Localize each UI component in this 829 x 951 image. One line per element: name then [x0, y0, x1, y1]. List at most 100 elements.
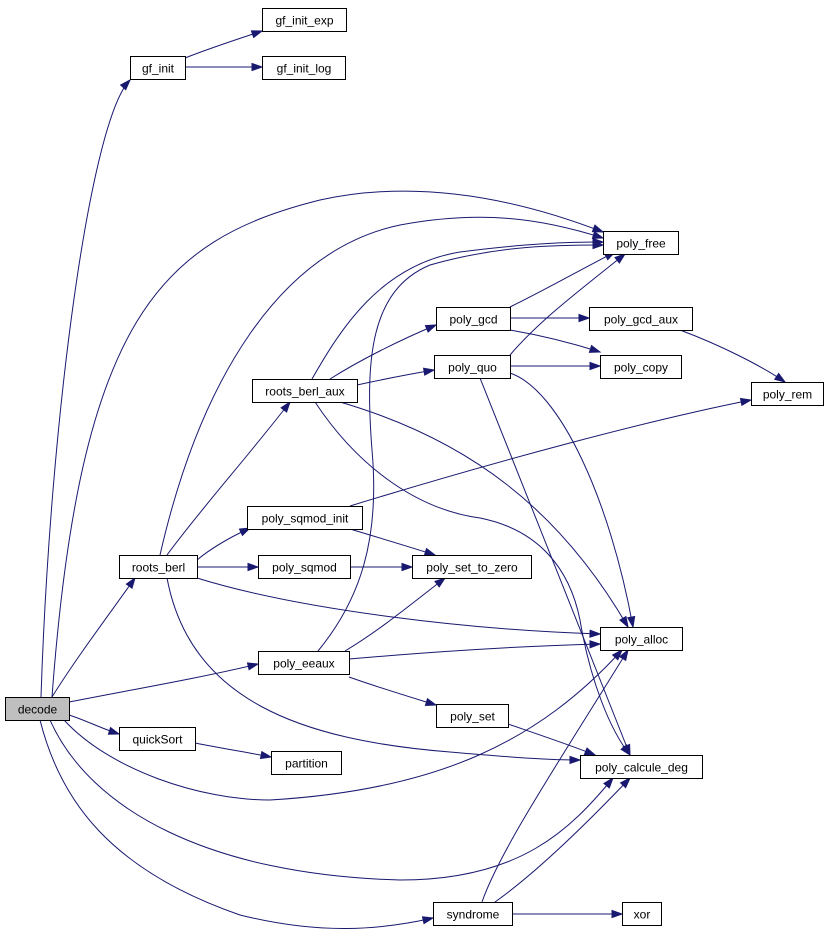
edge-arrowhead [588, 344, 602, 353]
edge-line [348, 643, 601, 660]
node-label: poly_eeaux [273, 657, 334, 671]
node-poly-quo[interactable]: poly_quo [434, 355, 511, 379]
edge-arrowhead [611, 648, 624, 661]
edge-roots_berl-to-poly_free [159, 216, 605, 556]
edge-poly_sqmod-to-poly_set_to_zero [350, 562, 414, 572]
node-label: poly_set_to_zero [426, 561, 518, 575]
node-poly-sqmod[interactable]: poly_sqmod [258, 555, 351, 579]
edge-line [356, 369, 435, 386]
node-poly-rem[interactable]: poly_rem [751, 382, 824, 406]
edge-line [159, 216, 604, 556]
edge-arrowhead [247, 562, 260, 572]
edge-arrowhead [591, 224, 605, 233]
edge-line [184, 30, 263, 59]
node-poly-eeaux[interactable]: poly_eeaux [258, 651, 350, 675]
node-box [622, 902, 662, 926]
node-label: poly_alloc [615, 633, 668, 647]
node-poly-alloc[interactable]: poly_alloc [600, 627, 683, 651]
edge-line [166, 401, 291, 556]
edge-arrowhead [107, 726, 121, 735]
edge-arrowhead [422, 367, 436, 376]
edge-decode-to-quickSort [68, 714, 121, 735]
edge-line [481, 649, 629, 903]
node-label: poly_copy [614, 361, 668, 375]
edge-decode-to-poly_alloc [63, 648, 624, 801]
edge-syndrome-to-xor [512, 909, 624, 919]
edge-line [194, 742, 272, 758]
node-label: poly_calcule_deg [595, 761, 688, 775]
edge-line [314, 401, 631, 756]
node-box [436, 307, 511, 331]
edge-line [494, 777, 631, 903]
node-label: gf_init [142, 62, 175, 76]
node-poly-calcule-deg[interactable]: poly_calcule_deg [580, 755, 703, 779]
node-label: quickSort [132, 733, 183, 747]
node-gf-init[interactable]: gf_init [130, 56, 186, 80]
node-box [5, 697, 70, 721]
edge-arrowhead [246, 662, 260, 671]
node-poly-set-to-zero[interactable]: poly_set_to_zero [412, 555, 532, 579]
node-label: poly_sqmod_init [262, 512, 349, 526]
edge-arrowhead [611, 909, 624, 919]
edge-poly_eeaux-to-poly_alloc [348, 640, 602, 660]
node-label: partition [285, 757, 328, 771]
edge-arrowhead [619, 776, 632, 789]
edge-line [344, 577, 446, 652]
edge-roots_berl-to-poly_sqmod_init [196, 527, 252, 561]
edge-arrowhead [424, 697, 438, 706]
edge-decode-to-roots_berl [51, 576, 136, 698]
node-syndrome[interactable]: syndrome [433, 902, 513, 926]
edge-roots_berl-to-poly_calcule_deg [166, 577, 582, 765]
edge-line [479, 377, 631, 756]
edge-roots_berl_aux-to-poly_gcd [329, 324, 438, 380]
node-partition[interactable]: partition [271, 751, 342, 775]
node-quickSort[interactable]: quickSort [119, 727, 196, 751]
edge-line [509, 329, 601, 353]
edge-line [196, 577, 601, 635]
node-poly-copy[interactable]: poly_copy [600, 355, 682, 379]
edge-line [40, 79, 131, 698]
node-poly-set[interactable]: poly_set [436, 704, 509, 728]
node-label: decode [18, 703, 58, 717]
edge-decode-to-poly_eeaux [68, 662, 260, 703]
node-gf-init-log[interactable]: gf_init_log [262, 56, 346, 80]
edge-poly_quo-to-poly_free [509, 253, 627, 356]
node-label: poly_gcd_aux [604, 313, 678, 327]
edge-poly_gcd-to-poly_copy [509, 329, 602, 353]
edge-arrowhead [626, 615, 636, 629]
node-roots-berl-aux[interactable]: roots_berl_aux [252, 379, 358, 403]
function-nodes: decode gf_init gf_init_exp gf_init_log poly_… [5, 8, 824, 926]
node-box [258, 651, 350, 675]
node-gf-init-exp[interactable]: gf_init_exp [262, 8, 347, 32]
node-poly-gcd-aux[interactable]: poly_gcd_aux [589, 307, 693, 331]
edge-poly_gcd_aux-to-poly_rem [679, 329, 787, 383]
edge-arrowhead [401, 562, 414, 572]
edge-poly_quo-to-poly_calcule_deg [479, 377, 631, 757]
edge-arrowhead [589, 629, 602, 638]
node-poly-gcd[interactable]: poly_gcd [436, 307, 511, 331]
edge-syndrome-to-poly_calcule_deg [494, 776, 632, 903]
edge-arrowhead [259, 750, 273, 760]
node-roots-berl[interactable]: roots_berl [119, 555, 198, 579]
edge-line [317, 244, 604, 652]
edge-line [68, 663, 259, 703]
node-box [433, 902, 513, 926]
node-poly-free[interactable]: poly_free [603, 231, 679, 255]
edge-decode-to-poly_free [51, 190, 605, 698]
edge-poly_sqmod_init-to-poly_rem [349, 397, 753, 507]
edge-roots_berl-to-roots_berl_aux [166, 400, 291, 556]
edge-decode-to-poly_calcule_deg [49, 719, 614, 881]
node-decode[interactable]: decode [5, 697, 70, 721]
edge-arrowhead [251, 62, 264, 72]
node-box [119, 555, 198, 579]
edge-arrowhead [250, 30, 264, 39]
node-xor[interactable]: xor [622, 902, 662, 926]
node-box [262, 8, 347, 32]
edge-roots_berl_aux-to-poly_alloc [339, 401, 629, 629]
edge-arrowhead [434, 577, 447, 588]
node-box [252, 379, 358, 403]
node-poly-sqmod-init[interactable]: poly_sqmod_init [247, 506, 363, 530]
node-box [247, 506, 363, 530]
node-box [436, 704, 509, 728]
